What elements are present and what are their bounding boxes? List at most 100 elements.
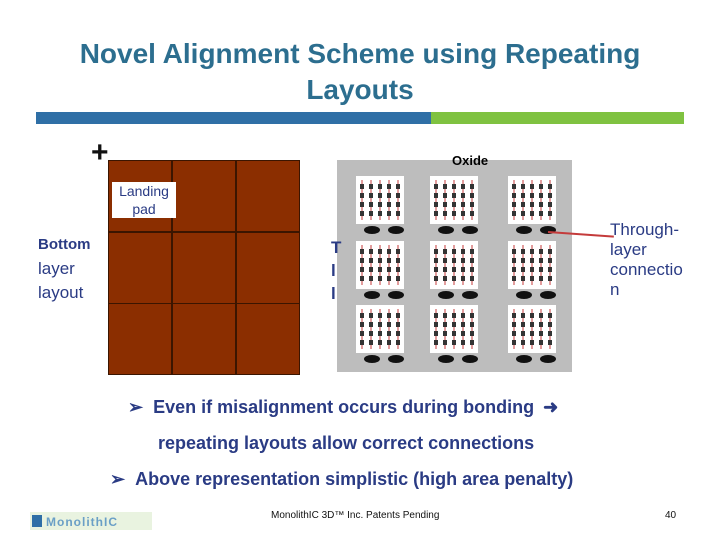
via-icon [462,226,478,234]
chip-cell [396,184,400,189]
chip-cell [443,249,447,254]
chip-cell [461,331,465,336]
chip-cell [443,340,447,345]
top-layer-chip [356,241,404,289]
chip-cell [443,211,447,216]
chip-cell [378,193,382,198]
chip-cell [443,267,447,272]
chip-cell [369,193,373,198]
chip-cell [434,193,438,198]
title-underline-green [431,112,684,124]
arrow-bullet-icon: ➢ [128,397,144,417]
chip-cell [378,202,382,207]
chip-cell [548,211,552,216]
via-icon [516,355,532,363]
chip-cell [360,276,364,281]
title-line-2: Layouts [306,74,414,105]
chip-cell [539,322,543,327]
chip-cell [470,276,474,281]
chip-cell [396,193,400,198]
title-line-1: Novel Alignment Scheme using Repeating [79,38,641,69]
chip-cell [548,322,552,327]
chip-cell [396,267,400,272]
landing-pad-tile [108,303,172,375]
title-underline-blue [36,112,431,124]
chip-cell [443,331,447,336]
chip-cell [396,258,400,263]
chip-cell [396,276,400,281]
chip-cell [548,249,552,254]
chip-cell [396,313,400,318]
bullet-1-continuation: repeating layouts allow correct connecti… [158,433,535,453]
chip-cell [512,258,516,263]
svg-text:MonolithIC: MonolithIC [46,515,118,529]
chip-cell [461,322,465,327]
chip-cell [360,184,364,189]
chip-cell [434,258,438,263]
through-layer-label: Through- layer connectio n [610,220,706,300]
arrow-bullet-icon: ➢ [110,469,126,489]
right-arrow-icon: ➜ [543,397,559,417]
chip-cell [530,249,534,254]
chip-cell [548,184,552,189]
chip-cell [521,193,525,198]
chip-cell [521,322,525,327]
chip-cell [452,340,456,345]
chip-cell [443,313,447,318]
bottom-label-line-2: layer [38,259,75,278]
chip-cell [539,313,543,318]
chip-cell [378,322,382,327]
top-layer-chip [508,176,556,224]
chip-cell [470,211,474,216]
chip-cell [512,276,516,281]
chip-cell [461,258,465,263]
via-icon [438,355,454,363]
chip-cell [369,249,373,254]
through-label-line-3: connectio [610,260,683,279]
chip-cell [387,193,391,198]
bullet-2-text: Above representation simplistic (high ar… [135,469,574,489]
chip-cell [530,267,534,272]
chip-cell [434,267,438,272]
chip-cell [521,313,525,318]
chip-cell [539,267,543,272]
chip-cell [461,249,465,254]
chip-cell [521,202,525,207]
chip-cell [378,267,382,272]
chip-cell [512,249,516,254]
chip-cell [434,340,438,345]
chip-cell [512,313,516,318]
chip-cell [443,184,447,189]
chip-cell [434,322,438,327]
chip-cell [360,258,364,263]
top-layer-label: T l l [331,236,341,305]
chip-cell [461,276,465,281]
chip-cell [548,313,552,318]
bullet-2: ➢ Above representation simplistic (high a… [110,469,573,490]
chip-cell [461,193,465,198]
chip-cell [530,313,534,318]
chip-cell [378,313,382,318]
chip-cell [378,331,382,336]
chip-cell [378,276,382,281]
top-label-line-1: T [331,238,342,257]
chip-cell [470,258,474,263]
via-icon [388,355,404,363]
chip-cell [452,249,456,254]
landing-pad-tile [236,232,300,304]
top-label-line-3: l [331,284,336,303]
chip-cell [396,202,400,207]
top-layer-chip [430,241,478,289]
chip-cell [521,211,525,216]
chip-cell [539,184,543,189]
chip-cell [387,322,391,327]
chip-cell [360,331,364,336]
chip-cell [369,331,373,336]
chip-cell [434,276,438,281]
chip-cell [369,340,373,345]
chip-cell [530,276,534,281]
chip-cell [521,276,525,281]
chip-cell [443,322,447,327]
chip-cell [470,249,474,254]
chip-cell [470,202,474,207]
